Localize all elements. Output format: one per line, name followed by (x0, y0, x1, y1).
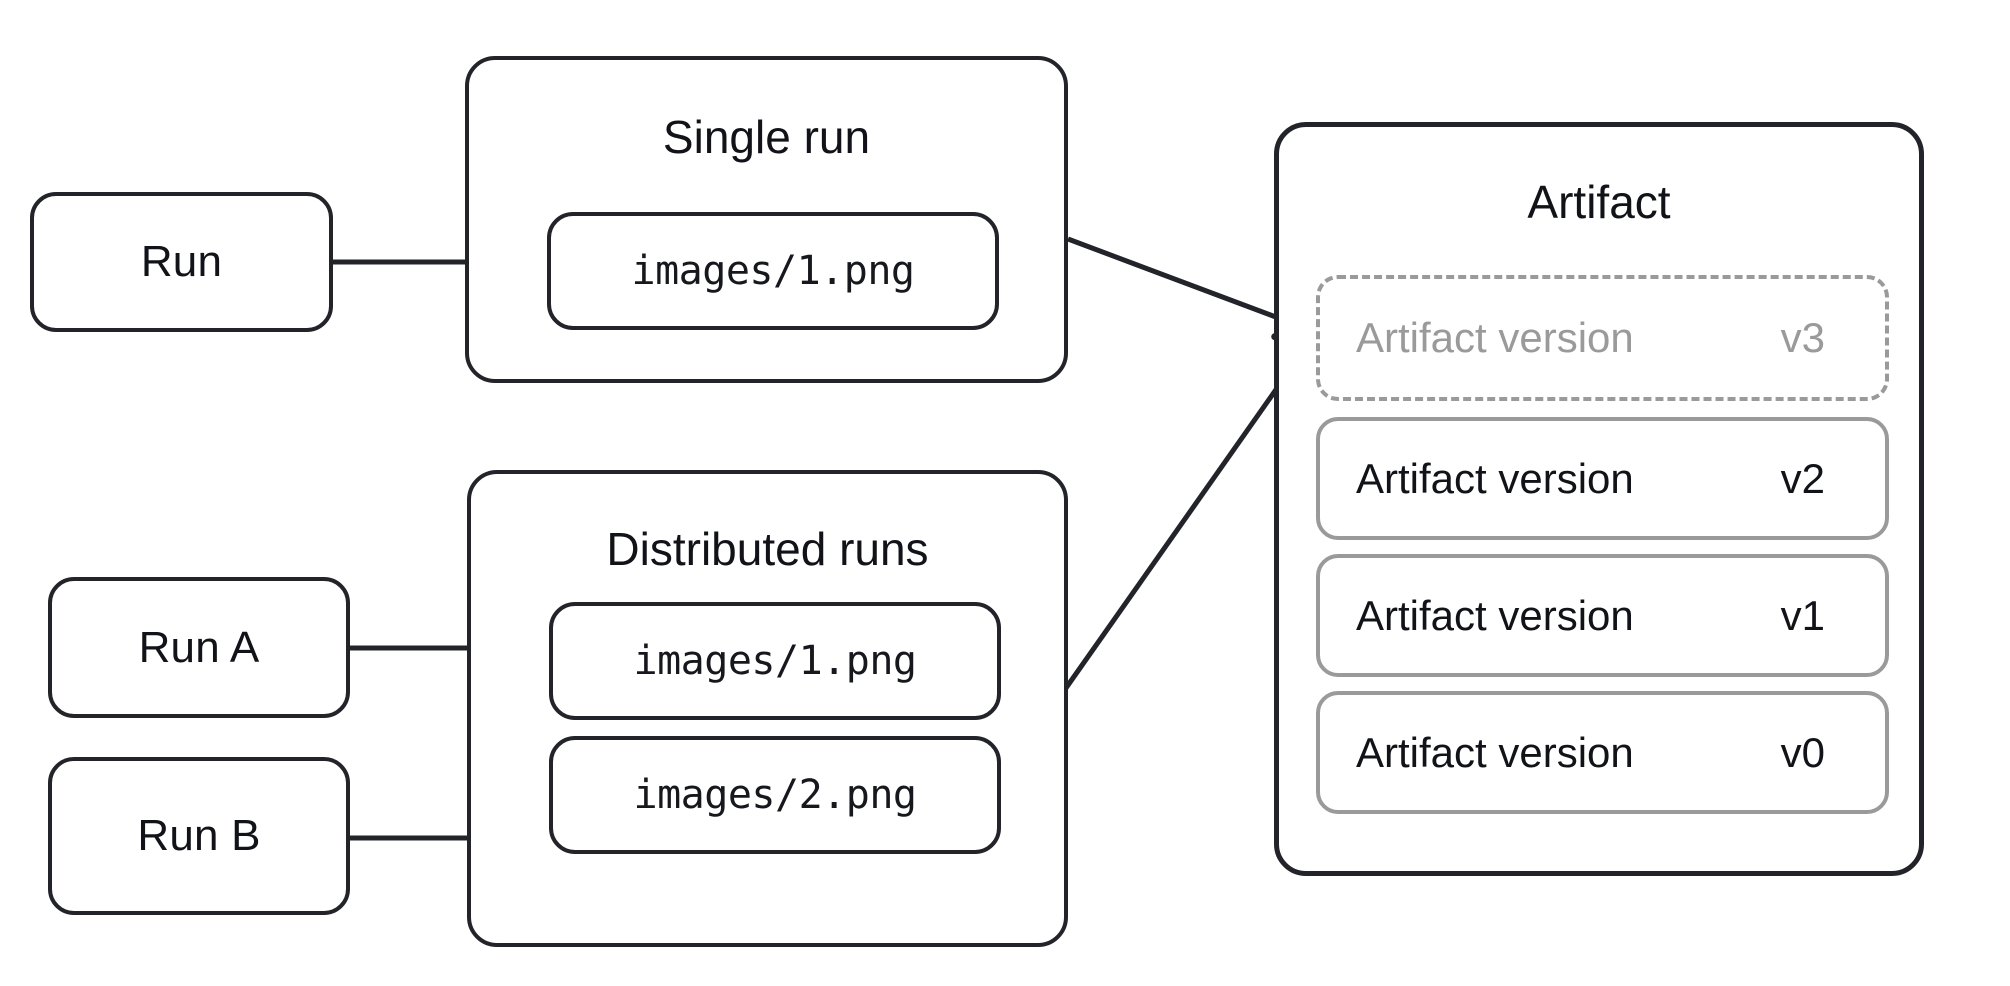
artifact-version-row-v0[interactable]: Artifact version v0 (1316, 691, 1889, 814)
artifact-version-row-v2[interactable]: Artifact version v2 (1316, 417, 1889, 540)
panel-artifact: Artifact Artifact version v3 Artifact ve… (1274, 122, 1924, 876)
artifact-version-v1-tag: v1 (1780, 591, 1825, 639)
panel-artifact-title: Artifact (1527, 176, 1671, 228)
file-box-distributed-2-label: images/2.png (633, 772, 917, 818)
group-distributed-runs-title: Distributed runs (606, 523, 929, 575)
node-run-a-label: Run A (138, 622, 260, 672)
file-box-single-run-1-label: images/1.png (631, 248, 915, 294)
artifact-version-v3-tag: v3 (1780, 314, 1825, 361)
artifact-version-v0-tag: v0 (1780, 728, 1825, 776)
node-run-label: Run (140, 237, 223, 286)
group-single-run-title: Single run (662, 111, 871, 163)
group-single-run: Single run images/1.png (465, 56, 1068, 383)
node-run-a[interactable]: Run A (48, 577, 350, 718)
artifact-version-v3-label: Artifact version (1356, 314, 1634, 361)
group-distributed-runs: Distributed runs images/1.png images/2.p… (467, 470, 1068, 947)
artifact-version-row-v3[interactable]: Artifact version v3 (1316, 275, 1889, 401)
file-box-distributed-1-label: images/1.png (633, 638, 917, 684)
node-run-b-label: Run B (137, 811, 261, 860)
artifact-version-v2-tag: v2 (1780, 454, 1825, 502)
artifact-version-v1-label: Artifact version (1356, 591, 1634, 639)
file-box-distributed-1[interactable]: images/1.png (549, 602, 1001, 720)
file-box-distributed-2[interactable]: images/2.png (549, 736, 1001, 854)
file-box-single-run-1[interactable]: images/1.png (547, 212, 999, 330)
artifact-version-v0-label: Artifact version (1356, 728, 1634, 776)
node-run[interactable]: Run (30, 192, 333, 332)
node-run-b[interactable]: Run B (48, 757, 350, 915)
artifact-version-v2-label: Artifact version (1356, 454, 1634, 502)
artifact-version-row-v1[interactable]: Artifact version v1 (1316, 554, 1889, 677)
